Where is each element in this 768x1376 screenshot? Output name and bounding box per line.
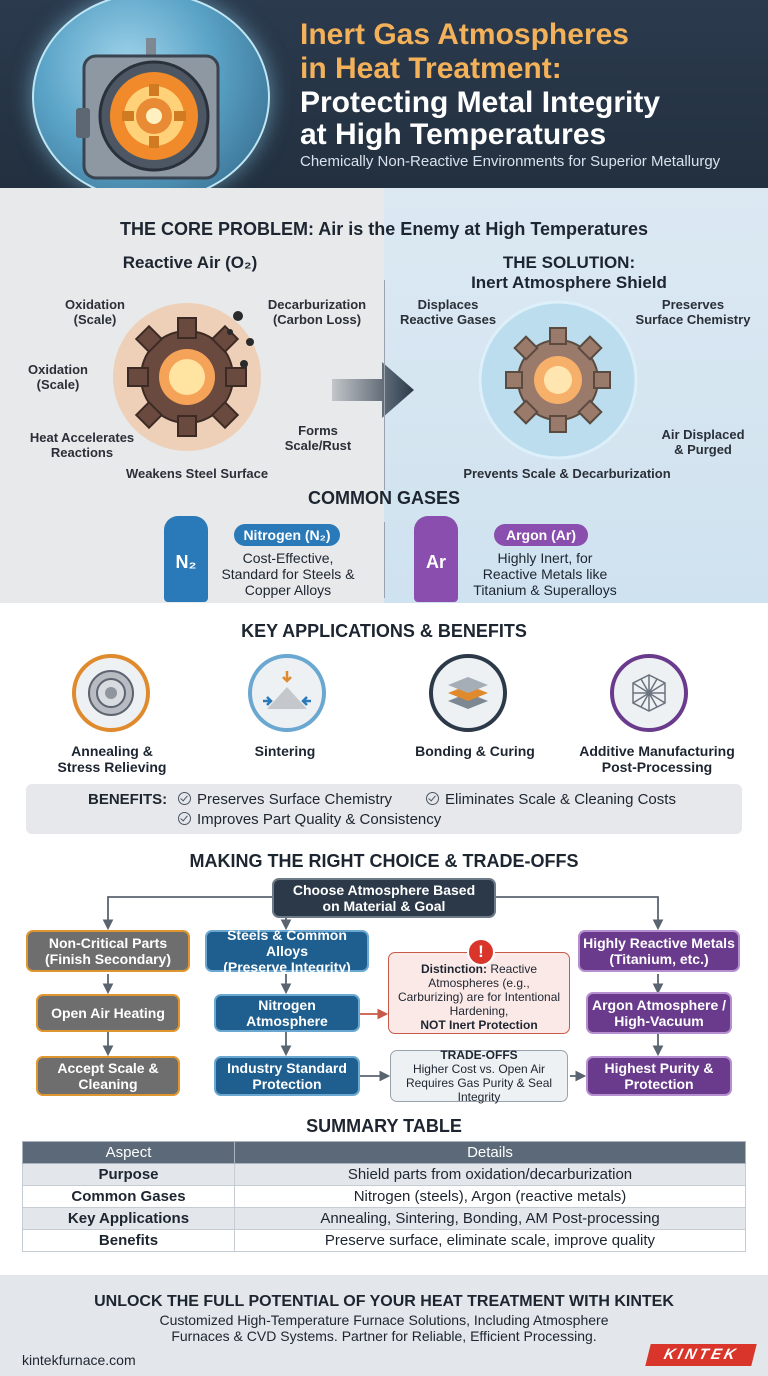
- tradeoffs-title: TRADE-OFFS: [440, 1048, 518, 1062]
- arrow-right-icon: [332, 362, 414, 418]
- oxidation-label-mid: Oxidation (Scale): [28, 362, 88, 392]
- footer: [0, 1275, 768, 1376]
- table-cell-aspect: Key Applications: [22, 1207, 235, 1230]
- common-gases-title: COMMON GASES: [307, 488, 460, 508]
- table-header-row: Aspect Details: [22, 1141, 746, 1164]
- table-cell-aspect: Common Gases: [22, 1185, 235, 1208]
- header-banner: Inert Gas Atmospheres in Heat Treatment:…: [0, 0, 768, 188]
- table-cell-aspect: Purpose: [22, 1163, 235, 1186]
- preserves-label: Preserves Surface Chemistry: [635, 297, 751, 327]
- warning-icon: !: [467, 938, 495, 966]
- oxidation-label-top: Oxidation (Scale): [65, 297, 125, 327]
- flow-connectors: [102, 896, 664, 1082]
- nitrogen-symbol: N₂: [175, 552, 197, 572]
- coil-icon: [72, 654, 150, 732]
- kintek-logo: KINTEK: [645, 1344, 757, 1366]
- benefits-panel: [26, 784, 742, 834]
- app-label-additive: Additive Manufacturing Post-Processing: [579, 743, 735, 775]
- solution-title-2: Inert Atmosphere Shield: [471, 273, 667, 292]
- decarburization-label: Decarburization (Carbon Loss): [267, 297, 367, 327]
- distinction-note: Distinction: Reactive Atmospheres (e.g.,…: [388, 952, 570, 1034]
- table-cell-details: Nitrogen (steels), Argon (reactive metal…: [234, 1185, 746, 1208]
- website-link[interactable]: kintekfurnace.com: [22, 1352, 136, 1368]
- accept-scale-box: Accept Scale & Cleaning: [36, 1056, 180, 1096]
- table-cell-details: Preserve surface, eliminate scale, impro…: [234, 1229, 746, 1252]
- nitrogen-atmosphere-box: Nitrogen Atmosphere: [214, 994, 360, 1032]
- argon-atmosphere-box: Argon Atmosphere / High-Vacuum: [586, 992, 732, 1034]
- forms-scale-label: Forms Scale/Rust: [284, 423, 352, 453]
- industry-standard-box: Industry Standard Protection: [214, 1056, 360, 1096]
- benefit-item: Improves Part Quality & Consistency: [178, 811, 441, 829]
- title-line-1: Inert Gas Atmospheres: [300, 18, 629, 51]
- gas-divider: [384, 522, 385, 598]
- nitrogen-description: Cost-Effective, Standard for Steels & Co…: [221, 550, 355, 598]
- furnace-icon: [76, 38, 220, 180]
- lattice-icon: [610, 654, 688, 732]
- benefit-text: Preserves Surface Chemistry: [197, 791, 393, 808]
- benefit-text: Improves Part Quality & Consistency: [197, 811, 442, 828]
- distinction-label: Distinction:: [420, 962, 487, 976]
- open-air-heating-box: Open Air Heating: [36, 994, 180, 1032]
- choice-title: MAKING THE RIGHT CHOICE & TRADE-OFFS: [189, 851, 579, 871]
- table-cell-details: Shield parts from oxidation/decarburizat…: [234, 1163, 746, 1186]
- title-line-2: in Heat Treatment:: [300, 52, 562, 85]
- air-displaced-label: Air Displaced & Purged: [661, 427, 745, 457]
- app-label-bonding: Bonding & Curing: [415, 743, 535, 759]
- prevents-scale-label: Prevents Scale & Decarburization: [463, 466, 671, 481]
- nitrogen-name-badge: Nitrogen (N₂): [234, 524, 340, 546]
- argon-description: Highly Inert, for Reactive Metals like T…: [473, 550, 617, 598]
- benefit-item: Eliminates Scale & Cleaning Costs: [426, 791, 676, 809]
- cta-text: Customized High-Temperature Furnace Solu…: [159, 1312, 609, 1344]
- title-line-4: at High Temperatures: [300, 118, 607, 151]
- steels-alloys-box: Steels & Common Alloys (Preserve Integri…: [205, 927, 369, 975]
- cta-title: UNLOCK THE FULL POTENTIAL OF YOUR HEAT T…: [94, 1293, 674, 1310]
- solution-title-1: THE SOLUTION:: [502, 253, 636, 272]
- highest-purity-box: Highest Purity & Protection: [586, 1056, 732, 1096]
- benefit-text: Eliminates Scale & Cleaning Costs: [445, 791, 676, 808]
- protected-gear-icon: [478, 300, 638, 460]
- check-icon: [426, 792, 439, 805]
- table-cell-aspect: Benefits: [22, 1229, 235, 1252]
- weakens-steel-label: Weakens Steel Surface: [125, 466, 269, 481]
- layers-icon: [429, 654, 507, 732]
- nitrogen-cylinder-icon: N₂: [164, 516, 208, 602]
- benefit-item: Preserves Surface Chemistry: [178, 791, 392, 809]
- core-problem-title: THE CORE PROBLEM: Air is the Enemy at Hi…: [119, 219, 649, 239]
- app-label-sintering: Sintering: [254, 743, 316, 759]
- applications-title: KEY APPLICATIONS & BENEFITS: [241, 621, 527, 641]
- table-cell-details: Annealing, Sintering, Bonding, AM Post-p…: [234, 1207, 746, 1230]
- reactive-metals-box: Highly Reactive Metals (Titanium, etc.): [578, 930, 740, 972]
- oxidized-gear-icon: [113, 303, 261, 451]
- app-label-annealing: Annealing & Stress Relieving: [57, 743, 167, 775]
- column-header-aspect: Aspect: [22, 1141, 235, 1164]
- argon-name-badge: Argon (Ar): [494, 524, 588, 546]
- column-header-details: Details: [234, 1141, 746, 1164]
- title-line-3: Protecting Metal Integrity: [300, 86, 661, 119]
- distinction-not: NOT Inert Protection: [420, 1018, 538, 1032]
- non-critical-parts-box: Non-Critical Parts (Finish Secondary): [26, 930, 190, 972]
- benefits-label: BENEFITS:: [88, 791, 168, 808]
- powder-icon: [248, 654, 326, 732]
- distinction-text: Reactive Atmospheres (e.g., Carburizing)…: [397, 962, 561, 1018]
- argon-cylinder-icon: Ar: [414, 516, 458, 602]
- check-icon: [178, 792, 191, 805]
- argon-symbol: Ar: [425, 552, 446, 572]
- heat-accelerates-label: Heat Accelerates Reactions: [29, 430, 135, 460]
- header-subtitle: Chemically Non-Reactive Environments for…: [300, 153, 721, 170]
- summary-table-title: SUMMARY TABLE: [306, 1116, 462, 1136]
- reactive-air-title: Reactive Air (O₂): [122, 253, 258, 272]
- tradeoffs-box: TRADE-OFFS Higher Cost vs. Open Air Requ…: [390, 1048, 568, 1104]
- tradeoffs-text: Higher Cost vs. Open Air Requires Gas Pu…: [405, 1062, 553, 1104]
- root-decision-box: Choose Atmosphere Based on Material & Go…: [272, 878, 496, 918]
- check-icon: [178, 812, 191, 825]
- section-divider: [384, 280, 385, 490]
- displaces-label: Displaces Reactive Gases: [399, 297, 497, 327]
- logo-text: KINTEK: [662, 1346, 741, 1363]
